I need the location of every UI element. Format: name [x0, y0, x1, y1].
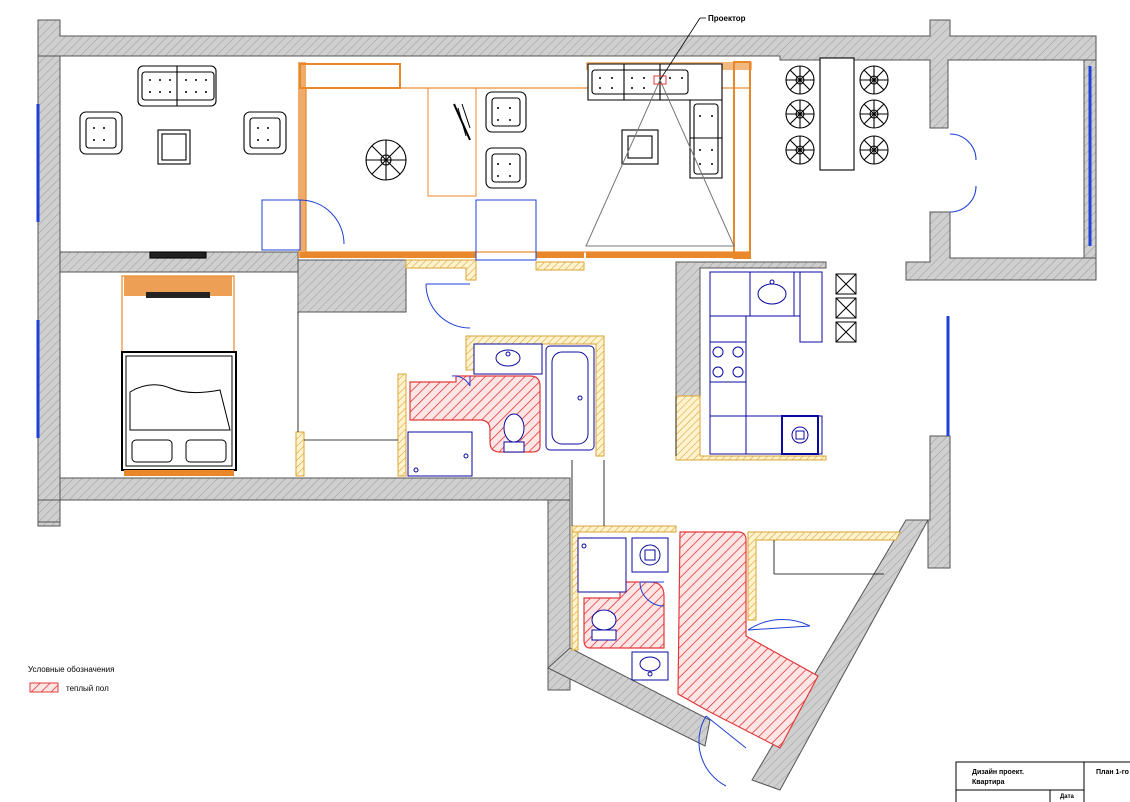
title-block-line1: Дизайн проект.: [972, 768, 1024, 776]
sofa-dots-2: [497, 77, 713, 177]
cinema-furniture: [365, 63, 735, 247]
title-block-sheet: План 1-го: [1096, 769, 1129, 776]
sofa-top-left: [137, 65, 217, 107]
bedroom-furniture: [121, 275, 237, 476]
windows: [36, 66, 1092, 438]
living-room-furniture: [79, 65, 287, 259]
legend-item-label: теплый пол: [66, 684, 109, 693]
armchair-left: [79, 111, 123, 155]
coffee-table: [157, 129, 191, 165]
dining-chairs: [785, 65, 889, 165]
title-block-line2: Квартира: [972, 779, 1005, 786]
bathroom-lower: [577, 537, 669, 681]
legend-title: Условные обозначения: [28, 665, 114, 674]
projector-label: Проектор: [708, 14, 746, 23]
armchair-right: [243, 111, 287, 155]
title-block-date-label: Дата: [1060, 794, 1075, 800]
bathroom-main: [407, 343, 595, 477]
upholstery-dots: [93, 79, 269, 141]
legend: Условные обозначения теплый пол: [28, 665, 114, 693]
internal-partitions: [297, 312, 884, 575]
doors: [261, 199, 811, 787]
bar-stools: [835, 273, 857, 343]
dining-set: [785, 57, 977, 213]
projector-callout: Проектор: [659, 14, 746, 81]
legend-swatch-heated-floor: [29, 682, 59, 693]
kitchen: [709, 271, 823, 455]
tile-finish: [295, 259, 901, 651]
office-chair: [365, 139, 407, 181]
title-block: [955, 761, 1130, 802]
